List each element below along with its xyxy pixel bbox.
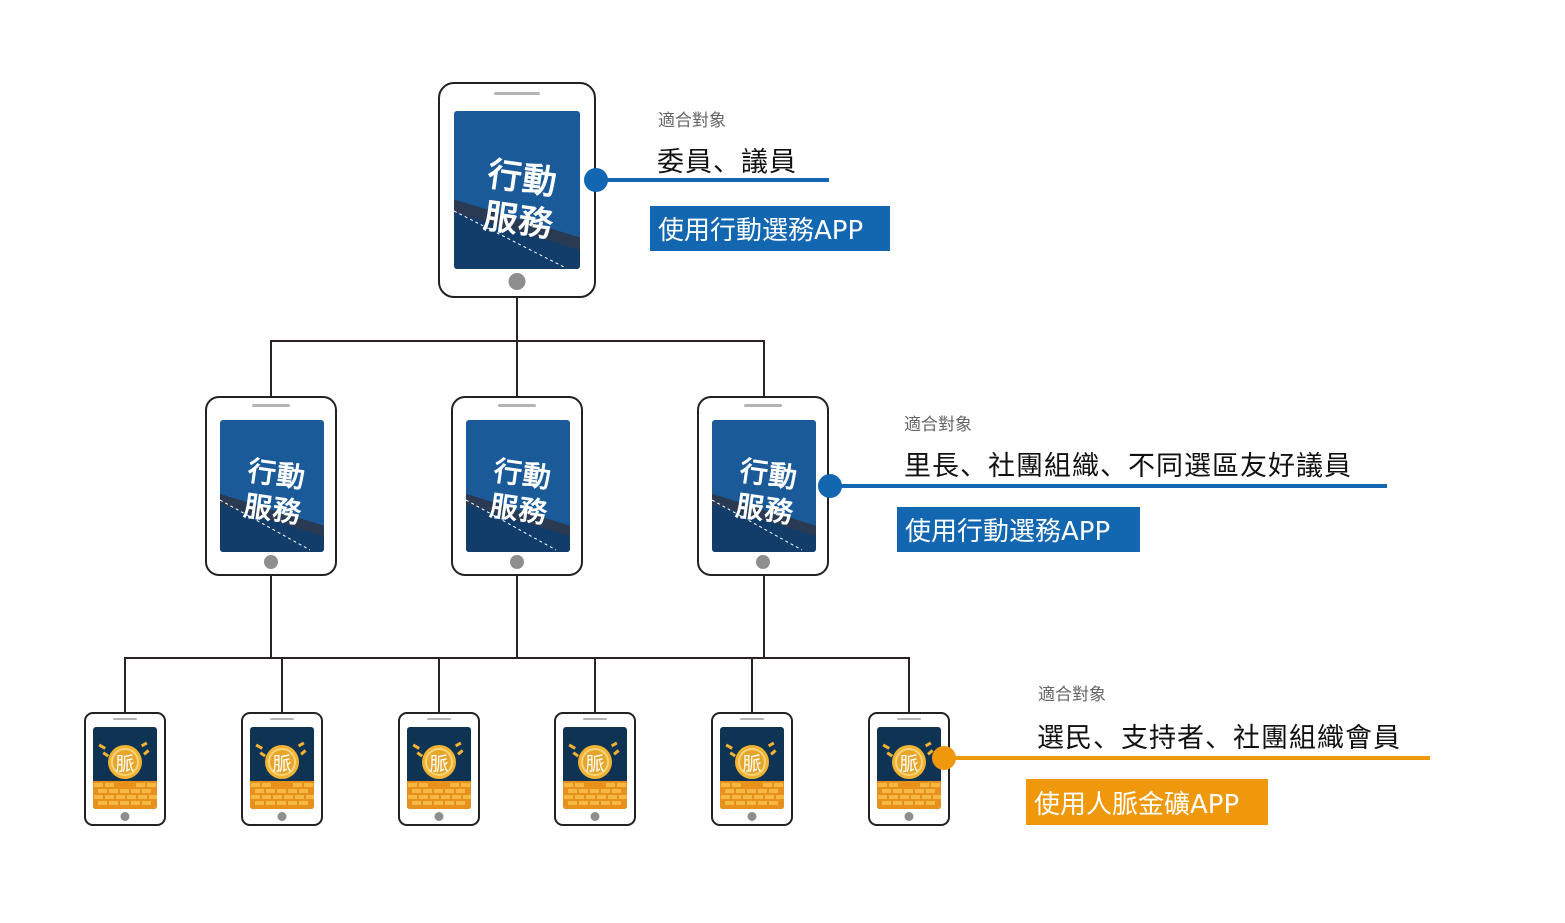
gold-coin-icon bbox=[265, 745, 299, 779]
device-bottom-5: 脈 bbox=[711, 712, 793, 826]
gold-bricks-icon bbox=[250, 781, 314, 809]
audience-label: 適合對象 bbox=[1038, 685, 1106, 705]
home-button bbox=[590, 812, 600, 821]
callout-line bbox=[596, 178, 829, 182]
audience-text: 里長、社團組織、不同選區友好議員 bbox=[904, 451, 1352, 482]
app-icon-text-line2: 服務 bbox=[733, 489, 796, 530]
coin-glyph: 脈 bbox=[429, 753, 449, 775]
app-icon-mobile-service: 行動 服務 bbox=[220, 420, 324, 552]
connector-mid-drop-3 bbox=[763, 340, 765, 397]
app-icon-network-gold: 脈 bbox=[250, 727, 314, 809]
home-button bbox=[747, 812, 757, 821]
connector-mid-trunk-3 bbox=[763, 575, 765, 659]
coin-glyph: 脈 bbox=[899, 753, 919, 775]
device-speaker bbox=[270, 718, 294, 720]
audience-text: 選民、支持者、社團組織會員 bbox=[1037, 723, 1401, 754]
app-icon-network-gold: 脈 bbox=[877, 727, 941, 809]
device-middle-2: 行動 服務 bbox=[451, 396, 583, 576]
home-button bbox=[120, 812, 130, 821]
connector-bottom-drop-6 bbox=[908, 657, 910, 714]
app-icon-network-gold: 脈 bbox=[407, 727, 471, 809]
home-button bbox=[264, 555, 278, 569]
device-bottom-1: 脈 bbox=[84, 712, 166, 826]
app-icon-network-gold: 脈 bbox=[93, 727, 157, 809]
device-bottom-2: 脈 bbox=[241, 712, 323, 826]
device-bottom-4: 脈 bbox=[554, 712, 636, 826]
gold-coin-icon bbox=[892, 745, 926, 779]
app-icon-mobile-service: 行動 服務 bbox=[712, 420, 816, 552]
app-icon-mobile-service: 行動 服務 bbox=[466, 420, 570, 552]
device-speaker bbox=[498, 404, 536, 407]
device-speaker bbox=[494, 92, 540, 95]
connector-bottom-bus bbox=[124, 657, 910, 659]
connector-bottom-drop-3 bbox=[438, 657, 440, 714]
gold-sparks-icon bbox=[882, 741, 934, 758]
app-icon-text-line2: 服務 bbox=[481, 196, 556, 246]
app-icon-mobile-service: 行動 服務 bbox=[454, 111, 580, 269]
gold-sparks-icon bbox=[98, 741, 150, 758]
gold-coin-icon bbox=[422, 745, 456, 779]
home-button bbox=[277, 812, 287, 821]
connector-bottom-drop-1 bbox=[124, 657, 126, 714]
connector-bottom-drop-2 bbox=[281, 657, 283, 714]
gold-sparks-icon bbox=[412, 741, 464, 758]
device-speaker bbox=[897, 718, 921, 720]
home-button bbox=[508, 273, 526, 290]
device-bottom-6: 脈 bbox=[868, 712, 950, 826]
gold-sparks-icon bbox=[725, 741, 777, 758]
home-button bbox=[756, 555, 770, 569]
gold-bricks-icon bbox=[93, 781, 157, 809]
gold-bricks-icon bbox=[563, 781, 627, 809]
gold-bricks-icon bbox=[877, 781, 941, 809]
device-speaker bbox=[113, 718, 137, 720]
app-icon-text-line2: 服務 bbox=[241, 489, 304, 530]
device-speaker bbox=[583, 718, 607, 720]
callout-line bbox=[830, 484, 1387, 488]
coin-glyph: 脈 bbox=[115, 753, 135, 775]
coin-glyph: 脈 bbox=[272, 753, 292, 775]
device-middle-1: 行動 服務 bbox=[205, 396, 337, 576]
audience-label: 適合對象 bbox=[658, 111, 726, 131]
connector-bottom-drop-5 bbox=[751, 657, 753, 714]
connector-mid-trunk-2 bbox=[516, 575, 518, 659]
app-icon-text-line2: 服務 bbox=[487, 489, 550, 530]
home-button bbox=[434, 812, 444, 821]
device-middle-3: 行動 服務 bbox=[697, 396, 829, 576]
device-top: 行動 服務 bbox=[438, 82, 596, 298]
device-speaker bbox=[252, 404, 290, 407]
connector-bottom-drop-4 bbox=[594, 657, 596, 714]
connector-mid-drop-1 bbox=[270, 340, 272, 397]
coin-glyph: 脈 bbox=[585, 753, 605, 775]
gold-coin-icon bbox=[578, 745, 612, 779]
connector-mid-trunk-1 bbox=[270, 575, 272, 659]
device-speaker bbox=[427, 718, 451, 720]
audience-label: 適合對象 bbox=[904, 415, 972, 435]
connector-mid-drop-2 bbox=[516, 340, 518, 397]
audience-text: 委員、議員 bbox=[657, 147, 797, 178]
coin-glyph: 脈 bbox=[742, 753, 762, 775]
gold-bricks-icon bbox=[720, 781, 784, 809]
home-button bbox=[904, 812, 914, 821]
app-badge: 使用行動選務APP bbox=[897, 507, 1140, 552]
device-speaker bbox=[744, 404, 782, 407]
home-button bbox=[510, 555, 524, 569]
gold-coin-icon bbox=[735, 745, 769, 779]
callout-line bbox=[944, 756, 1430, 760]
app-icon-network-gold: 脈 bbox=[720, 727, 784, 809]
app-badge: 使用人脈金礦APP bbox=[1026, 779, 1268, 825]
gold-sparks-icon bbox=[568, 741, 620, 758]
app-icon-network-gold: 脈 bbox=[563, 727, 627, 809]
gold-coin-icon bbox=[108, 745, 142, 779]
gold-bricks-icon bbox=[407, 781, 471, 809]
device-speaker bbox=[740, 718, 764, 720]
connector-top-trunk bbox=[516, 296, 518, 342]
gold-sparks-icon bbox=[255, 741, 307, 758]
device-bottom-3: 脈 bbox=[398, 712, 480, 826]
app-badge: 使用行動選務APP bbox=[650, 206, 890, 251]
